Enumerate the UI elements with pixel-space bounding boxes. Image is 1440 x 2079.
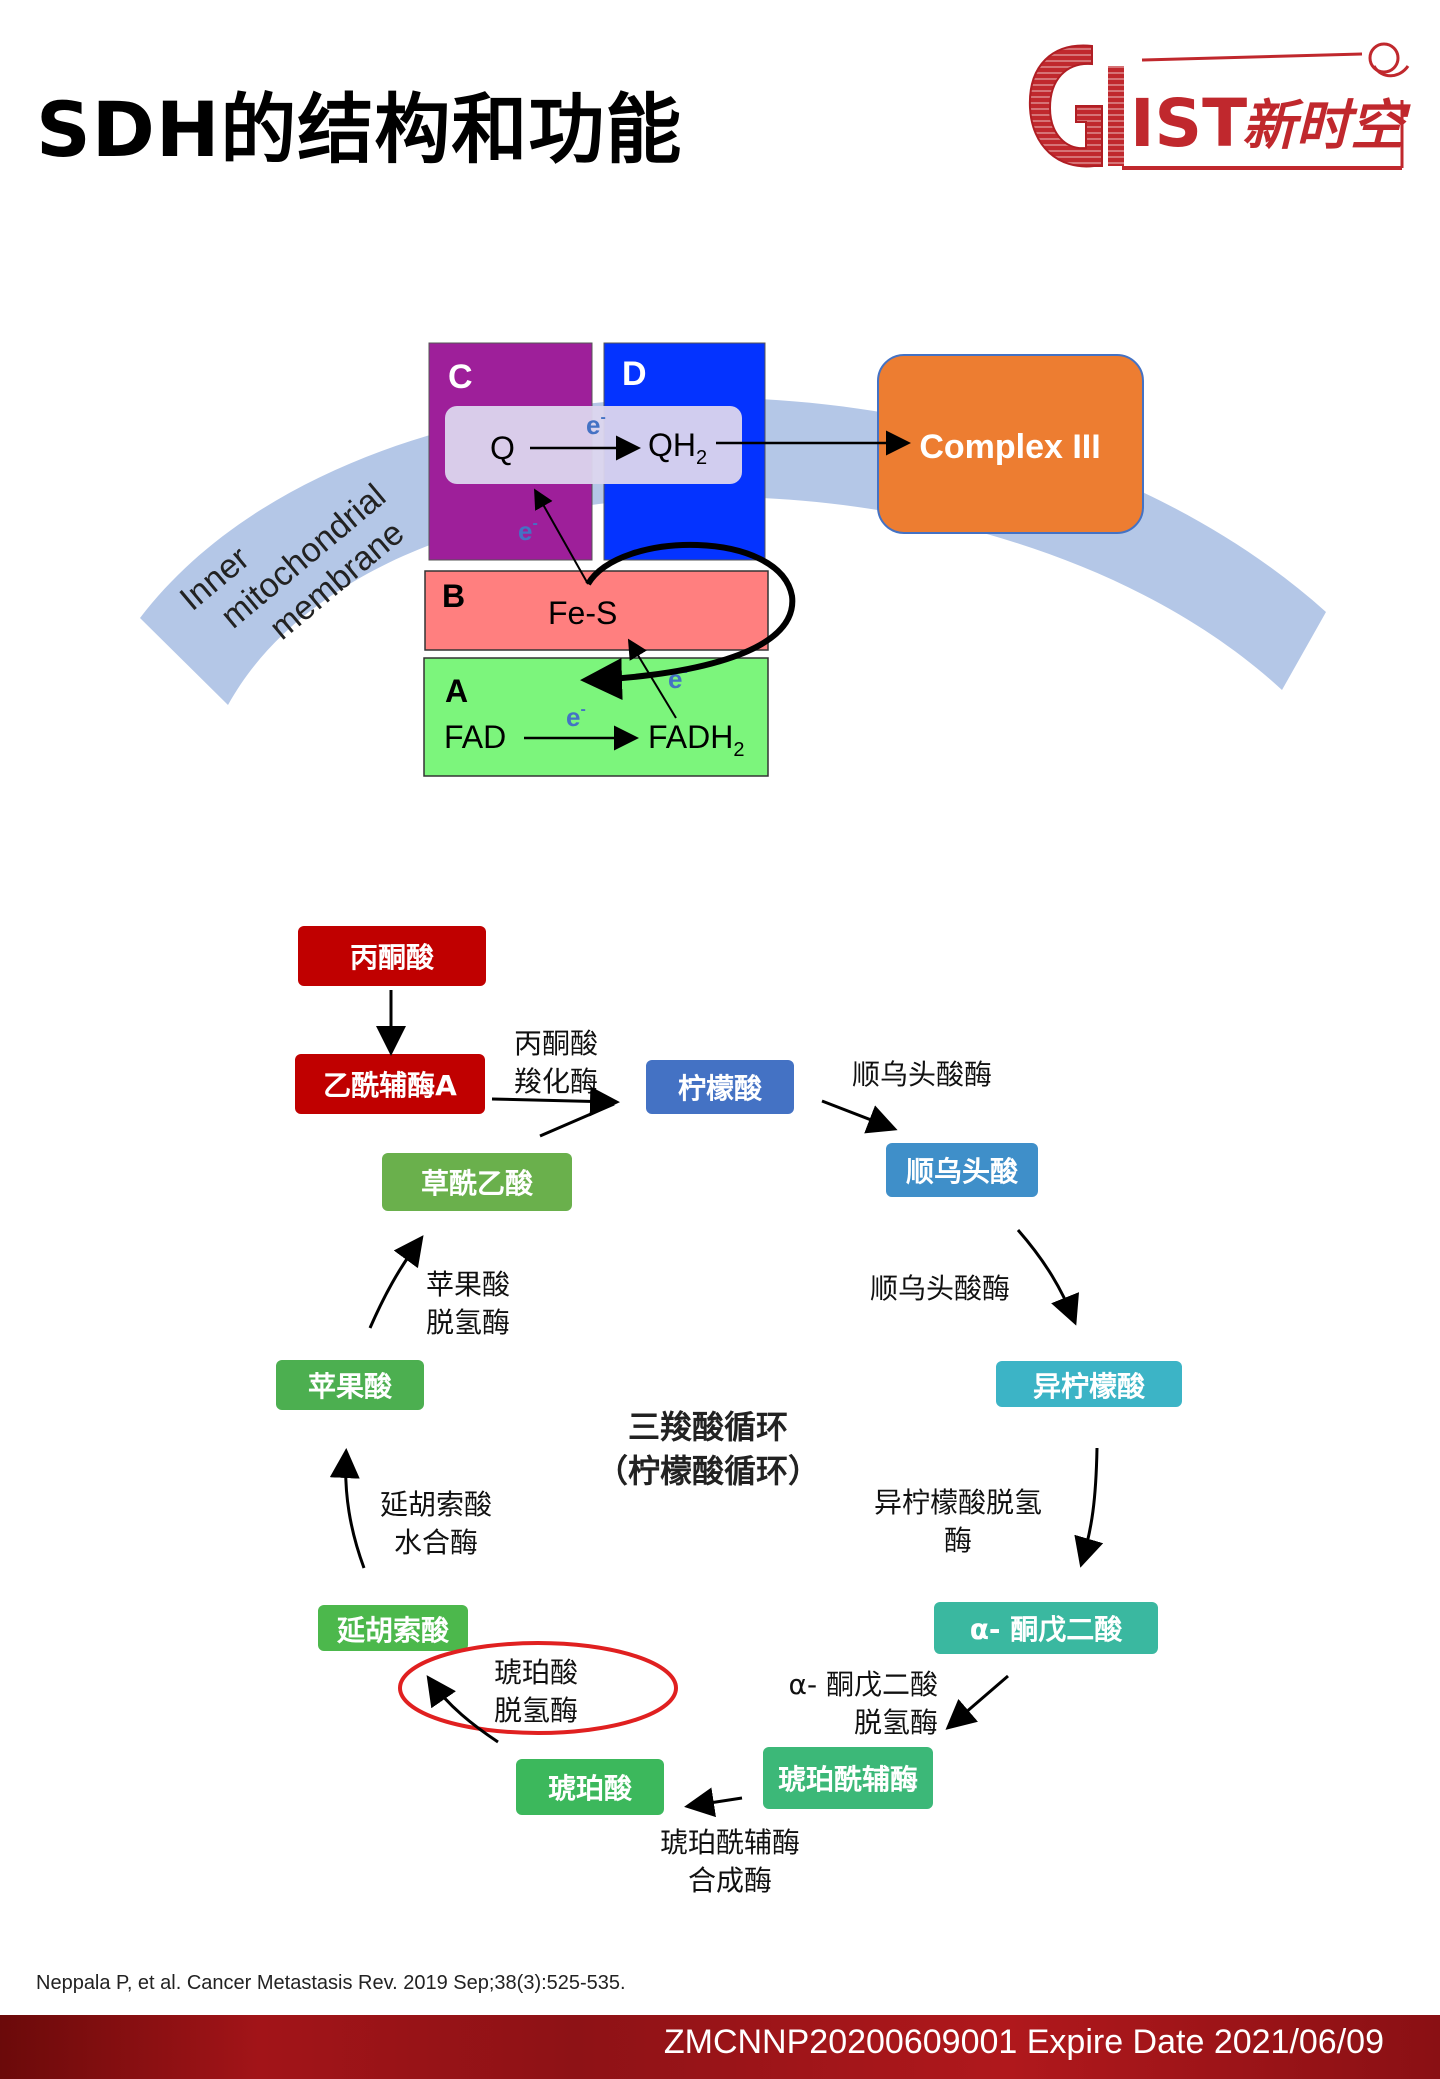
arrow-acetyl-citrate [491,1086,620,1117]
svg-text:琥珀酸: 琥珀酸 [548,1772,633,1805]
svg-text:延胡索酸: 延胡索酸 [336,1614,450,1647]
enzyme-label: 脱氢酶 [494,1694,578,1727]
arrow-fumarate-malate [329,1448,366,1569]
fes-label: Fe-S [548,595,617,631]
svg-text:顺乌头酸: 顺乌头酸 [906,1155,1019,1188]
enzyme-label: 顺乌头酸酶 [852,1058,992,1091]
page-title: SDH的结构和功能 [36,85,683,174]
subunit-d-label: D [622,355,647,393]
subunit-a [423,657,769,777]
tca-cycle: 丙酮酸 乙酰辅酶A 柠檬酸 顺乌头酸 异柠檬酸 α- 酮戊二酸 琥珀酰辅酶 琥 [276,926,1182,1897]
arrow-succinate-fumarate [426,1675,499,1744]
fes-to-q-arrow [534,488,589,585]
subunit-a-label: A [445,673,468,709]
arrow-citrate-cisaconitate [821,1099,898,1134]
enzyme-label: 苹果酸 [426,1268,510,1301]
electron-label: e- [586,409,606,440]
svg-text:丙酮酸: 丙酮酸 [350,941,435,974]
sdh-structure: Inner mitochondrial membrane C D Q QH2 e… [140,342,1326,777]
footer-code: ZMCNNP20200609001 Expire Date 2021/06/09 [663,2023,1384,2061]
node-citrate: 柠檬酸 [646,1060,794,1114]
svg-text:异柠檬酸: 异柠檬酸 [1033,1370,1146,1403]
subunit-b [424,570,769,651]
cycle-center-label: （柠檬酸循环） [596,1452,820,1490]
svg-text:α- 酮戊二酸: α- 酮戊二酸 [970,1613,1124,1646]
node-isocitrate: 异柠檬酸 [996,1361,1182,1407]
enzyme-label: 脱氢酶 [426,1306,510,1339]
node-succinyl-coa: 琥珀酰辅酶 [763,1747,933,1809]
enzyme-label: 脱氢酶 [854,1706,938,1739]
node-malate: 苹果酸 [276,1360,424,1410]
gist-logo: IST 新时空 [1028,42,1411,170]
svg-text:柠檬酸: 柠檬酸 [678,1072,763,1105]
qh2-label: QH2 [648,427,707,469]
node-oxaloacetate: 草酰乙酸 [382,1153,572,1211]
arrow-cisaconitate-isocitrate [1016,1229,1080,1326]
electron-label: e- [566,701,586,732]
fadh2-to-fes-arrow [627,638,677,719]
node-akg: α- 酮戊二酸 [934,1602,1158,1654]
enzyme-label: 琥珀酰辅酶 [660,1826,800,1859]
subunit-b-label: B [442,578,465,614]
sdh-highlight-circle [398,1641,678,1735]
enzyme-label: 丙酮酸 [514,1027,598,1060]
node-acetyl-coa: 乙酰辅酶A [295,1054,485,1114]
enzyme-label: 合成酶 [688,1864,772,1897]
node-cis-aconitate: 顺乌头酸 [886,1143,1038,1197]
svg-text:草酰乙酸: 草酰乙酸 [421,1167,534,1200]
logo-text: IST [1130,85,1247,162]
enzyme-label: 延胡索酸 [380,1488,492,1521]
complex-iii-label: Complex III [919,428,1100,466]
svg-text:苹果酸: 苹果酸 [308,1370,393,1403]
footer-bar [0,2015,1440,2079]
enzyme-label: 羧化酶 [514,1065,598,1098]
enzyme-label: 水合酶 [394,1526,478,1559]
enzyme-label: 琥珀酸 [494,1656,578,1689]
enzyme-label: 酶 [944,1524,972,1557]
arrow-akg-succinylcoa [945,1674,1009,1730]
node-succinate: 琥珀酸 [516,1759,664,1815]
arrow-isocitrate-akg [1074,1447,1104,1568]
fes-loop-arrow [580,542,796,701]
subunit-c-label: C [448,358,473,396]
citation: Neppala P, et al. Cancer Metastasis Rev.… [36,1972,626,1994]
fad-label: FAD [444,719,506,755]
q-pool [445,406,742,484]
cycle-center-label: 三羧酸循环 [628,1408,788,1446]
node-fumarate: 延胡索酸 [318,1605,468,1651]
arrow-succinylcoa-succinate [684,1787,743,1818]
arrow-malate-oxaloacetate [368,1235,424,1329]
q-label: Q [490,430,515,466]
enzyme-label: α- 酮戊二酸 [789,1668,938,1701]
enzyme-label: 异柠檬酸脱氢 [874,1486,1042,1519]
svg-text:新时空: 新时空 [1242,94,1411,157]
svg-text:乙酰辅酶A: 乙酰辅酶A [323,1069,457,1102]
svg-text:琥珀酰辅酶: 琥珀酰辅酶 [778,1763,918,1796]
node-pyruvate: 丙酮酸 [298,926,486,986]
enzyme-label: 顺乌头酸酶 [870,1272,1010,1305]
fadh2-label: FADH2 [648,719,744,761]
arrow-oxaloacetate-citrate [539,1102,615,1138]
electron-label: e- [518,515,538,546]
